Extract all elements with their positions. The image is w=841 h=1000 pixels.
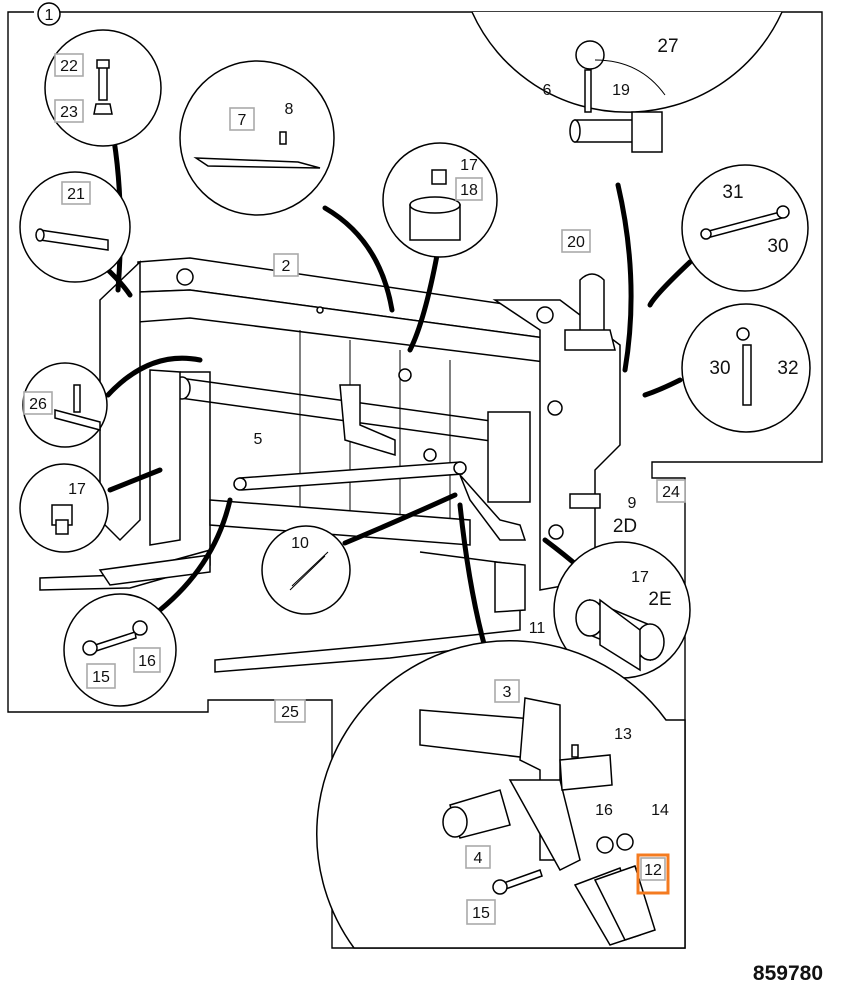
svg-text:9: 9 (628, 495, 637, 512)
callout-14[interactable]: 14 (651, 802, 669, 819)
callout-16-left[interactable]: 16 (133, 647, 161, 673)
svg-text:4: 4 (474, 850, 483, 867)
svg-text:32: 32 (777, 358, 798, 379)
svg-text:17: 17 (68, 481, 86, 498)
callout-12-selected[interactable]: 12 (636, 853, 670, 895)
svg-text:30: 30 (709, 358, 730, 379)
svg-text:8: 8 (285, 101, 294, 118)
svg-text:3: 3 (503, 684, 512, 701)
callout-26[interactable]: 26 (23, 391, 53, 415)
svg-text:15: 15 (92, 669, 110, 686)
callout-6[interactable]: 6 (543, 82, 552, 99)
detail-circle-10-spring (261, 525, 351, 615)
callout-22[interactable]: 22 (54, 53, 84, 77)
svg-text:7: 7 (238, 112, 247, 129)
svg-text:19: 19 (612, 82, 630, 99)
callout-10[interactable]: 10 (291, 535, 309, 552)
svg-text:15: 15 (472, 905, 490, 922)
callout-13[interactable]: 13 (614, 726, 632, 743)
callout-8[interactable]: 8 (285, 101, 294, 118)
svg-text:31: 31 (722, 182, 743, 203)
svg-text:25: 25 (281, 704, 299, 721)
callout-27[interactable]: 27 (657, 36, 678, 57)
svg-text:20: 20 (567, 234, 585, 251)
detail-circle-7-8 (179, 60, 335, 216)
svg-text:16: 16 (595, 802, 613, 819)
callout-2[interactable]: 2 (273, 253, 299, 277)
callout-23[interactable]: 23 (54, 99, 84, 123)
callout-31[interactable]: 31 (722, 182, 743, 203)
svg-text:1: 1 (45, 7, 54, 24)
callout-20[interactable]: 20 (561, 229, 591, 253)
callout-21[interactable]: 21 (61, 181, 91, 205)
callout-32[interactable]: 32 (777, 358, 798, 379)
svg-text:10: 10 (291, 535, 309, 552)
svg-text:11: 11 (529, 620, 546, 637)
callout-30-lower[interactable]: 30 (709, 358, 730, 379)
detail-circle-lever-assembly (316, 640, 686, 949)
detail-circle-30-31 (681, 164, 809, 292)
svg-text:2: 2 (282, 258, 291, 275)
svg-text:5: 5 (254, 431, 263, 448)
detail-circle-17-18 (382, 142, 498, 258)
svg-text:13: 13 (614, 726, 632, 743)
figure-reference-number: 859780 (752, 962, 823, 985)
callout-18[interactable]: 18 (455, 177, 483, 201)
callout-17-top[interactable]: 17 (460, 157, 478, 174)
svg-text:23: 23 (60, 104, 78, 121)
callout-5[interactable]: 5 (254, 431, 263, 448)
svg-text:18: 18 (460, 182, 478, 199)
callout-15-right[interactable]: 15 (466, 899, 496, 925)
callout-11[interactable]: 11 (529, 620, 546, 637)
svg-text:17: 17 (631, 569, 649, 586)
callout-9[interactable]: 9 (628, 495, 637, 512)
callout-17-right[interactable]: 17 (631, 569, 649, 586)
svg-text:26: 26 (29, 396, 47, 413)
svg-text:14: 14 (651, 802, 669, 819)
svg-text:27: 27 (657, 36, 678, 57)
callout-25[interactable]: 25 (274, 699, 306, 723)
svg-text:17: 17 (460, 157, 478, 174)
detail-circle-6-19-27 (471, 11, 783, 153)
callout-19[interactable]: 19 (612, 82, 630, 99)
detail-circle-17-grease (19, 463, 109, 553)
detail-circle-30-32 (681, 303, 811, 433)
callout-2D[interactable]: 2D (613, 516, 637, 537)
svg-text:30: 30 (767, 236, 788, 257)
detail-circle-22-23 (44, 29, 162, 147)
assembly-number-badge: 1 (37, 2, 61, 26)
callout-17-left[interactable]: 17 (68, 481, 86, 498)
callout-24[interactable]: 24 (656, 479, 686, 503)
detail-circle-26 (22, 362, 108, 448)
callout-4[interactable]: 4 (465, 845, 491, 869)
callout-3[interactable]: 3 (494, 679, 520, 703)
callout-16-right[interactable]: 16 (595, 802, 613, 819)
callout-7[interactable]: 7 (229, 107, 255, 131)
svg-text:2E: 2E (648, 589, 671, 610)
svg-text:16: 16 (138, 653, 156, 670)
detail-circle-2E (553, 541, 691, 679)
callout-15-left[interactable]: 15 (86, 663, 116, 689)
svg-text:22: 22 (60, 58, 78, 75)
svg-text:21: 21 (67, 186, 85, 203)
svg-text:24: 24 (662, 484, 680, 501)
callout-2E[interactable]: 2E (648, 589, 671, 610)
svg-text:2D: 2D (613, 516, 637, 537)
main-frame-drawing (39, 257, 621, 673)
svg-text:12: 12 (644, 862, 662, 879)
callout-30-upper[interactable]: 30 (767, 236, 788, 257)
svg-text:6: 6 (543, 82, 552, 99)
detail-circle-21 (19, 171, 131, 283)
